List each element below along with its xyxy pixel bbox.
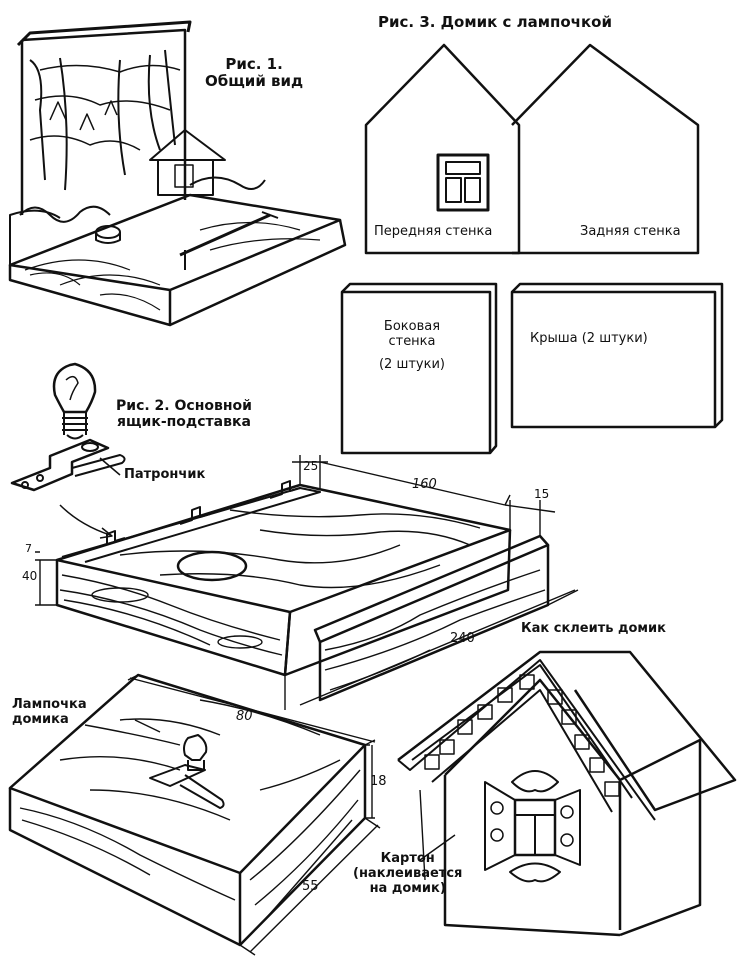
lamp-label-line2: домика (12, 711, 69, 727)
dim-80: 80 (236, 709, 253, 724)
dim-55: 55 (302, 879, 319, 894)
fig1-title: Рис. 1. Общий вид (205, 55, 304, 91)
carton-label-line2: (наклеивается (353, 865, 463, 881)
assembly-title: Как склеить домик (521, 621, 666, 636)
lamp-label: Лампочка домика (12, 697, 87, 728)
side-wall-label-line1: Боковая (383, 319, 441, 334)
dim-160: 160 (412, 477, 437, 492)
dim-7: 7 (25, 542, 32, 555)
fig2-title-line2: ящик-подставка (117, 414, 251, 431)
fig2-title: Рис. 2. Основной ящик-подставка (116, 398, 252, 430)
front-wall-window (436, 153, 490, 212)
fig3-title: Рис. 3. Домик с лампочкой (378, 13, 612, 31)
side-wall-label: Боковая стенка (2 штуки) (352, 319, 472, 373)
assembled-house (134, 650, 737, 937)
carton-label: Картон (наклеивается на домик) (353, 851, 463, 897)
back-wall-label: Задняя стенка (580, 224, 681, 239)
dim-18: 18 (370, 774, 387, 789)
small-box (8, 673, 381, 956)
dim-25: 25 (303, 459, 319, 473)
dim-15: 15 (534, 487, 550, 501)
fig1-diorama (8, 20, 347, 327)
dim-240: 240 (450, 631, 475, 646)
carton-label-line1: Картон (380, 851, 435, 866)
fig1-title-line2: Общий вид (205, 72, 304, 91)
fig2-title-line1: Рис. 2. Основной (116, 398, 252, 414)
fig1-title-line1: Рис. 1. (225, 55, 283, 73)
lamp-label-line1: Лампочка (12, 697, 87, 712)
socket-label: Патрончик (124, 467, 206, 482)
side-wall-label-line2: стенка (388, 333, 436, 349)
roof-panel (510, 282, 724, 429)
box-hole (176, 550, 248, 582)
front-wall-outline (364, 43, 521, 255)
fig2-bulb-and-socket (10, 362, 126, 539)
carton-label-line3: на домик) (369, 880, 446, 896)
main-box-dimensions (35, 455, 579, 710)
front-wall-label: Передняя стенка (374, 224, 493, 239)
roof-label: Крыша (2 штуки) (530, 331, 648, 346)
fig3-walls (364, 43, 700, 255)
side-wall-panel (340, 282, 498, 455)
fig2-main-box (55, 480, 550, 702)
dim-40: 40 (22, 569, 38, 583)
side-wall-label-line3: (2 штуки) (378, 356, 445, 372)
